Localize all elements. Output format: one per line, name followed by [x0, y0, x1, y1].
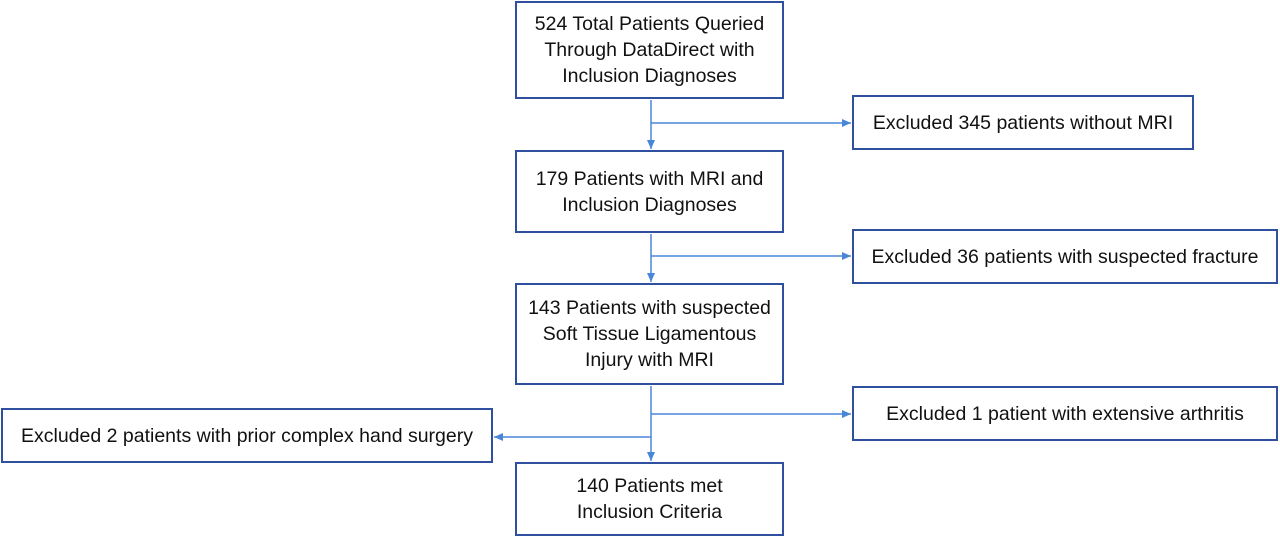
- exclusion-no-mri: Excluded 345 patients without MRI: [852, 95, 1194, 150]
- node-soft-tissue-injury: 143 Patients with suspected Soft Tissue …: [515, 283, 784, 385]
- node-total-patients: 524 Total Patients Queried Through DataD…: [515, 1, 784, 99]
- exclusion-arthritis: Excluded 1 patient with extensive arthri…: [852, 386, 1278, 441]
- node-patients-with-mri: 179 Patients with MRI and Inclusion Diag…: [515, 150, 784, 233]
- node-inclusion-criteria-met: 140 Patients met Inclusion Criteria: [515, 462, 784, 536]
- exclusion-fracture: Excluded 36 patients with suspected frac…: [852, 229, 1278, 284]
- exclusion-hand-surgery: Excluded 2 patients with prior complex h…: [1, 408, 493, 463]
